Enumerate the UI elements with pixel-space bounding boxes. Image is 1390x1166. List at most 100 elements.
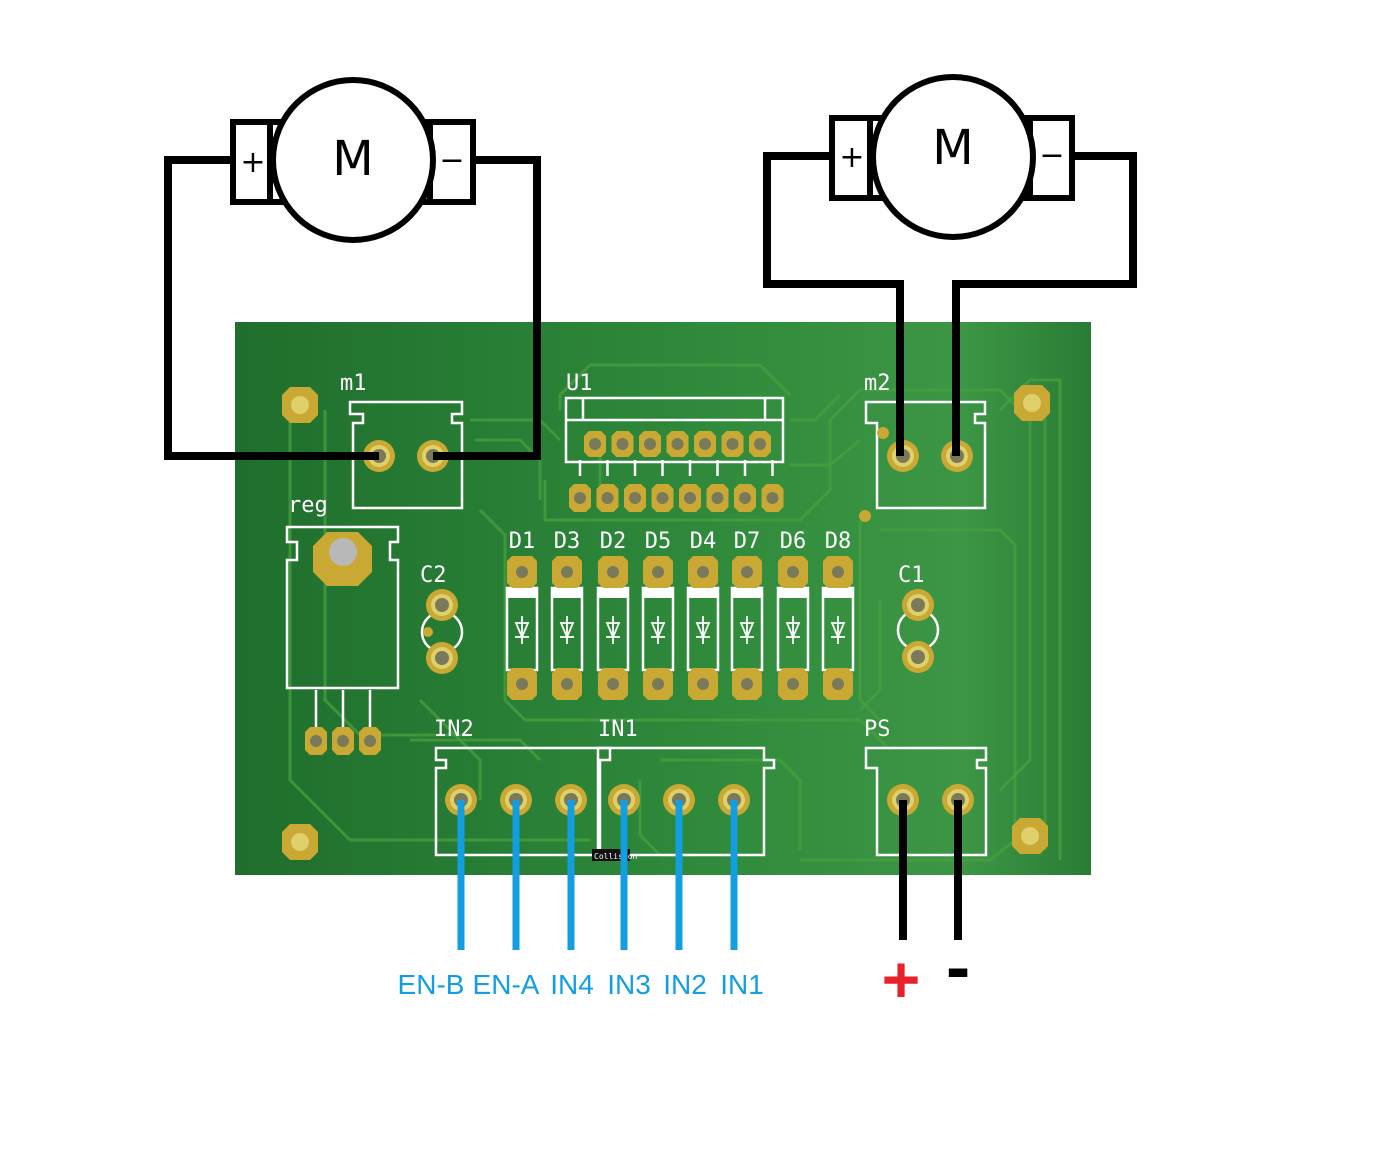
in2-connector: IN2 — [434, 717, 612, 857]
diode-label: D8 — [825, 529, 852, 554]
power-minus-label: - — [940, 935, 976, 1005]
in1-connector: IN1 — [596, 717, 776, 857]
diode-pad — [552, 556, 582, 588]
component-pads — [305, 427, 974, 816]
diode-label: D7 — [734, 529, 761, 554]
via — [859, 510, 871, 522]
power-polarity: + - — [882, 935, 976, 1015]
signal-label-in3: IN3 — [607, 969, 651, 1000]
diode-pad — [643, 668, 673, 700]
c1-pad — [902, 589, 934, 621]
diode-label: D5 — [645, 529, 672, 554]
diode-d4: D4 — [686, 529, 720, 700]
u1-pin — [679, 484, 701, 512]
u1-pin — [706, 484, 729, 512]
signal-labels: EN-B EN-A IN4 IN3 IN2 IN1 — [398, 969, 764, 1000]
diode-pad — [688, 556, 718, 588]
diode-pad — [732, 556, 762, 588]
diode-label: D2 — [600, 529, 627, 554]
ps-connector: PS — [864, 717, 988, 857]
diode-d3: D3 — [550, 529, 584, 700]
motor-2-minus: − — [1039, 138, 1064, 173]
motor-1-plus: + — [240, 145, 265, 180]
m1-label: m1 — [340, 371, 367, 396]
signal-wires — [457, 800, 738, 950]
m2-connector: m2 — [864, 371, 987, 510]
in2-label: IN2 — [434, 717, 474, 742]
u1-label: U1 — [566, 371, 593, 396]
u1-pin — [611, 431, 634, 457]
diode-d2: D2 — [596, 529, 630, 700]
regulator: reg — [285, 493, 400, 730]
in1-label: IN1 — [598, 717, 638, 742]
motor-1-wires — [164, 156, 541, 460]
u1-pin — [721, 431, 744, 457]
u1-pin — [584, 431, 606, 457]
reg-label: reg — [288, 493, 328, 518]
u1-pin — [596, 484, 619, 512]
signal-label-in4: IN4 — [550, 969, 594, 1000]
mounting-holes — [282, 385, 1050, 860]
via — [877, 427, 889, 439]
signal-label-in2: IN2 — [663, 969, 707, 1000]
via — [423, 627, 433, 637]
diode-pad — [823, 556, 853, 588]
u1-pin — [569, 484, 591, 512]
u1-pin — [734, 484, 756, 512]
diode-pad — [643, 556, 673, 588]
diode-d1: D1 — [505, 529, 539, 700]
diode-d6: D6 — [776, 529, 810, 700]
ps-label: PS — [864, 717, 891, 742]
motor-2: M + − — [829, 74, 1075, 240]
m1-connector: m1 — [340, 371, 464, 510]
mounting-hole — [282, 387, 318, 423]
c1-pad — [902, 641, 934, 673]
u1-pin — [694, 431, 716, 457]
diode-label: D1 — [509, 529, 536, 554]
u1-pin — [761, 484, 784, 512]
diode-label: D4 — [690, 529, 717, 554]
mounting-hole — [1014, 385, 1050, 421]
reg-pin — [332, 727, 354, 755]
motor-1: M + − — [230, 77, 476, 243]
c2-label: C2 — [420, 563, 447, 588]
c1-label: C1 — [898, 563, 925, 588]
c2-pad — [426, 642, 458, 674]
diode-pad — [598, 556, 628, 588]
diode-pad — [778, 556, 808, 588]
signal-label-in1: IN1 — [720, 969, 764, 1000]
diode-pad — [552, 668, 582, 700]
reg-pin — [305, 727, 327, 755]
motor-2-wires — [763, 152, 1137, 456]
u1-pin — [666, 431, 689, 457]
c2-pad — [426, 589, 458, 621]
motor-2-symbol: M — [932, 120, 973, 176]
diode-d8: D8 — [821, 529, 855, 700]
u1-pin — [624, 484, 646, 512]
diode-label: D3 — [554, 529, 581, 554]
u1-pin — [749, 431, 771, 457]
u1-pin — [651, 484, 674, 512]
u1-pin — [639, 431, 661, 457]
mounting-hole — [1012, 818, 1048, 854]
diode-pad — [823, 668, 853, 700]
diode-d5: D5 — [641, 529, 675, 700]
diode-pad — [598, 668, 628, 700]
motor-1-minus: − — [439, 143, 464, 178]
motor-2-plus: + — [839, 140, 864, 175]
u1-ic: U1 — [564, 371, 785, 464]
power-plus-label: + — [882, 942, 919, 1015]
m2-label: m2 — [864, 371, 891, 396]
diode-pad — [732, 668, 762, 700]
diode-pad — [778, 668, 808, 700]
reg-pin — [359, 727, 381, 755]
diode-pad — [507, 668, 537, 700]
diode-array: D1 D3 D2 D5 D4 D7 D6 D8 — [505, 529, 855, 700]
signal-label-en-a: EN-A — [473, 969, 540, 1000]
diode-d7: D7 — [730, 529, 764, 700]
signal-label-en-b: EN-B — [398, 969, 465, 1000]
collision-text: Collision — [594, 852, 638, 861]
power-wires — [899, 800, 962, 940]
pcb-board — [235, 322, 1091, 875]
